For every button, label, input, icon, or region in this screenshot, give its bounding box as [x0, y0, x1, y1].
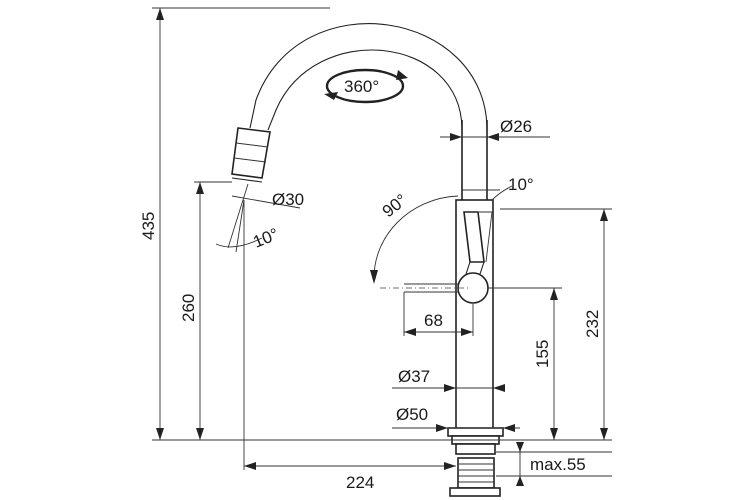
dim-spray-dia-label: Ø30 [272, 190, 304, 209]
dim-counter-label: max.55 [530, 455, 586, 474]
dim-handle-tilt-arc [491, 185, 513, 201]
spray-face [231, 177, 263, 183]
dim-handle-swing-arrow-icon [370, 270, 378, 284]
rotation-arrow-head-icon [396, 70, 408, 80]
mount-nut [449, 487, 501, 497]
dim-handle-tilt-label: 10° [508, 175, 534, 194]
spray-head-bands [233, 142, 269, 163]
dim-handle-swing-label: 90° [379, 190, 411, 221]
rotation-symbol: 360° [324, 68, 408, 104]
dim-handle-reach-label: 68 [424, 311, 443, 330]
dim-total-height-label: 435 [139, 212, 158, 240]
dim-counter-ext [496, 451, 612, 477]
dim-handle-reach-ext [403, 292, 474, 336]
lever-stem [465, 261, 485, 275]
dim-base-dia-label: Ø50 [396, 405, 428, 424]
lever-handle-side [478, 211, 493, 263]
dim-handle-height-label: 155 [533, 340, 552, 368]
dim-reach-label: 224 [346, 473, 374, 492]
dim-handle-swing-arc [373, 195, 459, 283]
rotation-label: 360° [344, 77, 379, 96]
rotation-arrow-tail-icon [324, 92, 338, 100]
dim-counter-arrows [516, 442, 524, 486]
mount-shank [457, 457, 495, 489]
spout-neck [461, 120, 488, 200]
shank-threads [458, 463, 494, 483]
dim-spray-height-label: 260 [179, 294, 198, 322]
dim-spout-dia-label: Ø26 [500, 117, 532, 136]
base-ring-low [455, 443, 496, 455]
spray-head [231, 127, 271, 179]
gooseneck-outer [249, 23, 488, 131]
lever-swung-outline [404, 283, 458, 293]
dim-lever-height-label: 232 [583, 310, 602, 338]
dim-body-dia-label: Ø37 [398, 367, 430, 386]
base-ring-top [447, 427, 504, 437]
gooseneck-inner [267, 49, 463, 131]
dim-spray-tilt-label: 10° [250, 224, 281, 251]
dim-spout-dia-arrows [450, 133, 499, 141]
dim-spray-tilt-lines [227, 183, 249, 253]
dimension-lines: 435 260 224 Ø30 10° Ø26 10° 90° [139, 7, 612, 492]
dim-spray-tilt-arc [215, 237, 263, 248]
